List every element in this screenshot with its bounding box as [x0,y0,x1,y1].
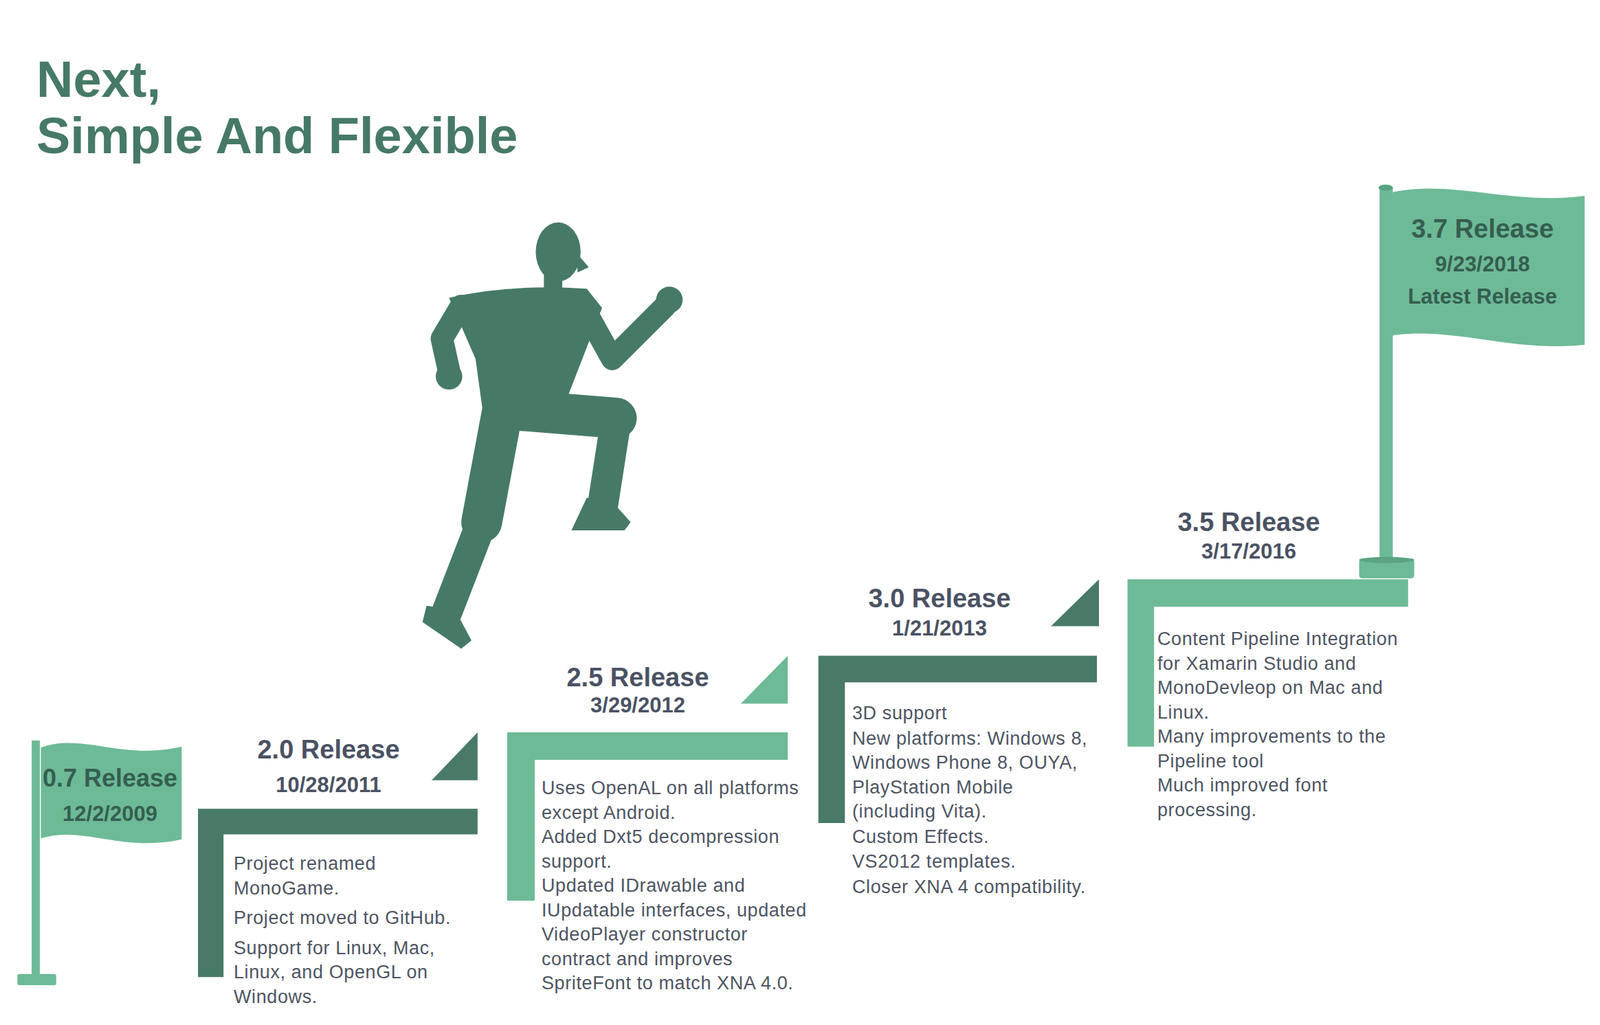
flag-pole [31,740,40,982]
step-triangle [1050,579,1099,627]
flag-pole-cap [1378,184,1394,192]
release-date: 12/2/2009 [24,799,196,830]
step-triangle [431,732,478,781]
release-date: 3/29/2012 [527,690,748,721]
release-note: Added Dxt5 decompression support. [541,825,810,875]
release-note: Uses OpenAL on all platforms except Andr… [541,776,810,826]
release-title: 0.7 Release [24,763,196,794]
release-note: Custom Effects. [852,825,1097,851]
release-notes: 3D supportNew platforms: Windows 8, Wind… [852,701,1097,901]
goal-flag: 3.7 Release 9/23/2018Latest Release [1389,213,1576,313]
release-notes: Project renamed MonoGame. Project moved t… [233,852,475,1016]
flag-base-top [1359,557,1415,564]
runner-thigh [481,413,503,523]
release-title: 2.0 Release [218,734,439,765]
runner-foot [571,497,631,531]
release-step: 3.0 Release1/21/2013 3D supportNew platfo… [829,583,1097,901]
flag-cloth [1385,189,1585,347]
release-date: 10/28/2011 [218,770,439,801]
runner-shin [446,522,482,613]
release-notes: Uses OpenAL on all platforms except Andr… [541,776,810,997]
release-note: Closer XNA 4 compatibility. [852,875,1097,901]
runner-fist [656,286,684,314]
release-date: 1/21/2013 [829,613,1050,644]
release-date: 9/23/2018 [1389,249,1576,280]
release-note: Project renamed MonoGame. [233,852,475,902]
release-note: Updated IDrawable and IUpdatable interfa… [541,874,810,997]
runner-shin [602,418,617,511]
release-date: Latest Release [1389,281,1576,313]
release-title: 2.5 Release [527,662,748,693]
release-step: 2.5 Release3/29/2012Uses OpenAL on all p… [527,662,810,997]
runner-fist [435,363,463,391]
flag-base [17,974,56,986]
runner-foot [422,606,472,649]
title-line: Simple And Flexible [36,107,518,165]
release-note: VS2012 templates. [852,850,1097,875]
release-note: New platforms: Windows 8, Windows Phone … [852,727,1097,825]
page-title: Next, Simple And Flexible [36,51,518,165]
release-note: Support for Linux, Mac, Linux, and OpenG… [233,936,475,1011]
runner-figure [422,222,684,650]
release-title: 3.0 Release [829,583,1050,614]
release-step: 2.0 Release 10/28/2011Project renamed Mon… [218,734,475,1016]
release-title: 3.5 Release [1138,507,1359,538]
release-note: Project moved to GitHub. [233,906,475,932]
release-note: Content Pipeline Integration for Xamarin… [1157,627,1419,726]
step-triangle [740,656,788,705]
release-step: 3.5 Release3/17/2016Content Pipeline Int… [1138,507,1419,823]
release-notes: Content Pipeline Integration for Xamarin… [1157,627,1419,823]
release-note: Much improved font processing. [1157,773,1419,823]
start-flag: 0.7 Release 12/2/2009 [24,763,196,830]
flag-cloth [40,742,182,844]
runner-arm [581,303,666,359]
title-line: Next, [36,50,161,108]
release-title: 3.7 Release [1389,213,1576,244]
release-note: Many improvements to the Pipeline tool [1157,725,1419,774]
release-date: 3/17/2016 [1138,536,1359,568]
runner-nose [576,252,590,273]
release-note: 3D support [852,701,1097,727]
